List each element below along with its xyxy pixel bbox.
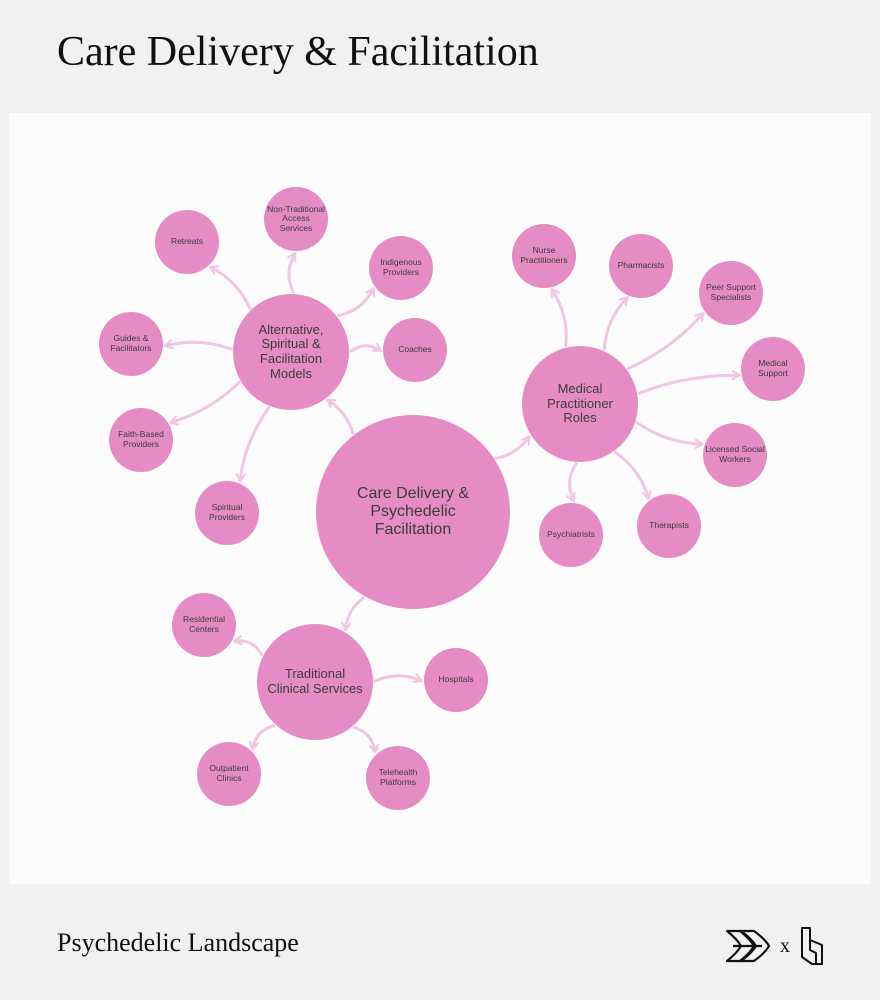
edge-med-to-psych (570, 462, 578, 500)
diagram-canvas: Care Delivery & Psychedelic Facilitation… (9, 113, 871, 884)
leaf-node-social[interactable]: Licensed Social Workers (703, 423, 767, 487)
leaf-node-label: Licensed Social Workers (705, 444, 765, 464)
edge-root-to-alt (328, 401, 355, 435)
leaf-node-coaches[interactable]: Coaches (383, 318, 447, 382)
leaf-node-guides[interactable]: Guides & Facilitators (99, 312, 163, 376)
leaf-node-label: Medical Support (758, 358, 788, 378)
leaf-node-nontrad[interactable]: Non-Traditional Access Services (264, 187, 328, 251)
logo-separator: x (780, 934, 790, 957)
edge-med-to-social (635, 421, 702, 444)
leaf-node-therap[interactable]: Therapists (637, 494, 701, 558)
leaf-node-resid[interactable]: Residential Centers (172, 593, 236, 657)
edge-med-to-medsup (637, 375, 739, 395)
edge-root-to-med (494, 437, 529, 460)
edge-clin-to-tele (352, 725, 375, 751)
edge-alt-to-indig (337, 289, 373, 318)
edge-alt-to-retreats (211, 267, 252, 310)
leaf-node-label: Pharmacists (617, 260, 665, 271)
leaf-node-tele[interactable]: Telehealth Platforms (366, 746, 430, 810)
hub-node-label: Alternative, Spiritual & Facilitation Mo… (258, 321, 324, 381)
leaf-node-label: Coaches (398, 344, 432, 355)
leaf-chevron-logo-icon (725, 929, 771, 963)
edge-med-to-therap (613, 450, 648, 497)
edge-med-to-peer (626, 314, 702, 370)
footer-logos: x (724, 924, 828, 968)
leaf-node-label: Telehealth Platforms (378, 767, 418, 787)
edge-clin-to-outpat (253, 724, 276, 749)
leaf-node-peer[interactable]: Peer Support Specialists (699, 261, 763, 325)
leaf-node-label: Outpatient Clinics (209, 763, 249, 783)
leaf-node-label: Residential Centers (182, 614, 226, 634)
hub-node-clin[interactable]: Traditional Clinical Services (257, 624, 373, 740)
leaf-node-label: Therapists (649, 520, 689, 531)
leaf-node-label: Guides & Facilitators (110, 333, 152, 353)
leaf-node-label: Hospitals (438, 674, 474, 685)
edge-med-to-pharm (602, 298, 627, 351)
hub-node-label: Traditional Clinical Services (267, 666, 363, 696)
footer-brand: Psychedelic Landscape (57, 928, 299, 957)
hub-node-label: Medical Practitioner Roles (547, 381, 613, 426)
leaf-node-medsup[interactable]: Medical Support (741, 337, 805, 401)
leaf-node-retreats[interactable]: Retreats (155, 210, 219, 274)
leaf-node-nurse[interactable]: Nurse Practitioners (512, 224, 576, 288)
leaf-node-label: Faith-Based Providers (118, 429, 164, 449)
edge-alt-to-faith (171, 380, 241, 422)
diagram-edges (9, 113, 871, 884)
leaf-node-label: Non-Traditional Access Services (267, 203, 325, 233)
edge-clin-to-hosp (373, 676, 421, 681)
edge-alt-to-nontrad (289, 254, 295, 294)
leaf-node-label: Psychiatrists (547, 529, 595, 540)
edge-alt-to-coaches (349, 346, 380, 353)
leaf-node-hosp[interactable]: Hospitals (424, 648, 488, 712)
leaf-node-pharm[interactable]: Pharmacists (609, 234, 673, 298)
leaf-node-psych[interactable]: Psychiatrists (539, 503, 603, 567)
edge-root-to-clin (345, 596, 366, 629)
page-title: Care Delivery & Facilitation (57, 29, 539, 75)
hub-node-med[interactable]: Medical Practitioner Roles (522, 346, 638, 462)
edge-clin-to-resid (235, 641, 264, 657)
leaf-node-outpat[interactable]: Outpatient Clinics (197, 742, 261, 806)
hub-node-alt[interactable]: Alternative, Spiritual & Facilitation Mo… (233, 294, 349, 410)
leaf-node-label: Nurse Practitioners (520, 245, 568, 265)
edge-alt-to-spirit (240, 406, 271, 481)
leaf-node-spirit[interactable]: Spiritual Providers (195, 481, 259, 545)
leaf-node-indig[interactable]: Indigenous Providers (369, 236, 433, 300)
root-node-root[interactable]: Care Delivery & Psychedelic Facilitation (316, 415, 510, 609)
leaf-node-label: Peer Support Specialists (705, 282, 757, 302)
edge-med-to-nurse (552, 290, 568, 348)
edge-alt-to-guides (166, 342, 233, 351)
root-node-label: Care Delivery & Psychedelic Facilitation (356, 485, 470, 538)
leaf-node-label: Retreats (170, 236, 204, 247)
leaf-node-label: Spiritual Providers (209, 502, 245, 522)
leaf-node-label: Indigenous Providers (380, 257, 422, 277)
block-letter-logo-icon (801, 927, 823, 965)
leaf-node-faith[interactable]: Faith-Based Providers (109, 408, 173, 472)
